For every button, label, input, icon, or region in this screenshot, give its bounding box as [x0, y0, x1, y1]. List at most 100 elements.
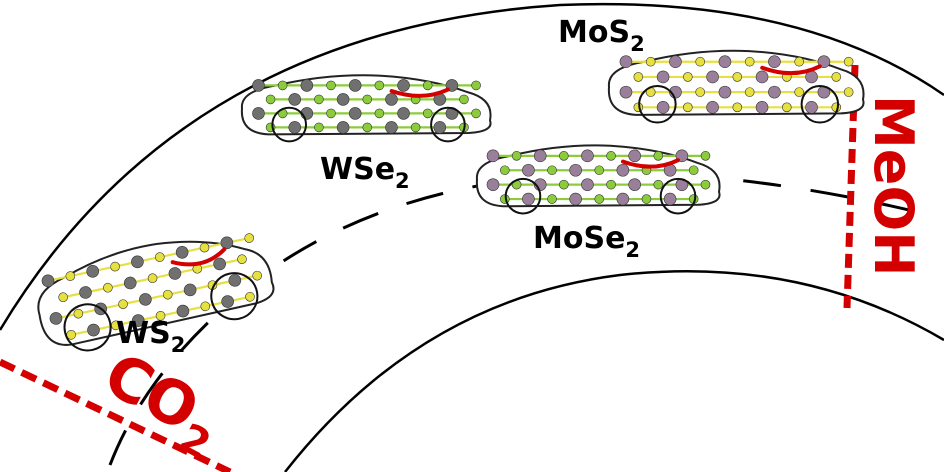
track-lane-divider: [108, 171, 931, 466]
metal-atom: [41, 274, 55, 288]
metal-atom: [168, 267, 182, 280]
chalcogen-atom: [326, 80, 336, 91]
ws2-label: WS2: [116, 316, 185, 357]
metal-atom: [718, 55, 732, 69]
chalcogen-atom: [265, 94, 276, 105]
metal-atom: [755, 101, 769, 114]
metal-atom: [569, 163, 582, 177]
metal-atom: [616, 163, 630, 177]
chalcogen-atom: [147, 273, 158, 284]
chalcogen-atom: [73, 308, 84, 319]
chalcogen-atom: [547, 165, 557, 176]
track-inner-edge: [284, 269, 944, 472]
chalcogen-atom: [653, 151, 664, 161]
metal-atom: [755, 70, 769, 84]
co2-label: CO2: [88, 339, 235, 468]
chalcogen-atom: [237, 254, 247, 265]
chalcogen-atom: [362, 94, 373, 105]
chalcogen-atom: [314, 122, 324, 133]
chalcogen-atom: [374, 108, 385, 119]
metal-atom: [706, 101, 719, 114]
metal-atom: [348, 79, 362, 92]
metal-atom: [569, 192, 582, 206]
chalcogen-atom: [199, 242, 210, 253]
chalcogen-atom: [459, 94, 469, 105]
metal-atom: [628, 149, 641, 163]
mose2-label: MoSe2: [533, 221, 640, 262]
metal-atom: [49, 312, 63, 325]
chalcogen-atom: [594, 194, 605, 204]
chalcogen-atom: [500, 165, 510, 176]
front-wheel: [504, 177, 542, 215]
chalcogen-atom: [103, 282, 113, 293]
metal-atom: [385, 121, 398, 134]
chalcogen-atom: [645, 56, 656, 67]
metal-atom: [616, 192, 630, 206]
metal-atom: [669, 55, 682, 69]
chalcogen-atom: [511, 151, 522, 161]
metal-atom: [522, 163, 535, 177]
chalcogen-atom: [58, 292, 68, 303]
metal-atom: [139, 293, 152, 306]
metal-atom: [86, 265, 100, 278]
metal-atom: [706, 70, 719, 84]
metal-atom: [176, 304, 190, 318]
metal-atom: [397, 107, 410, 120]
chalcogen-atom: [314, 94, 324, 105]
chalcogen-atom: [683, 102, 693, 113]
metal-atom: [348, 107, 362, 120]
front-wheel: [271, 106, 307, 143]
front-wheel: [63, 303, 112, 352]
chalcogen-atom: [326, 108, 336, 119]
metal-atom: [656, 70, 670, 84]
metal-atom: [397, 79, 410, 92]
mos2-label: MoS2: [558, 15, 645, 56]
rear-wheel: [659, 177, 697, 215]
chalcogen-atom: [110, 261, 120, 272]
chalcogen-atom: [155, 310, 166, 321]
rear-wheel: [430, 106, 466, 143]
metal-atom: [768, 85, 781, 99]
metal-atom: [252, 107, 265, 120]
metal-atom: [336, 121, 350, 134]
chalcogen-atom: [700, 179, 711, 190]
chalcogen-atom: [843, 87, 854, 97]
metal-atom: [228, 274, 242, 287]
metal-atom: [581, 178, 594, 191]
chalcogen-atom: [794, 87, 804, 97]
metal-atom: [522, 192, 535, 206]
chalcogen-atom: [245, 291, 255, 302]
chalcogen-atom: [422, 80, 433, 91]
chalcogen-atom: [794, 56, 804, 67]
metal-atom: [221, 295, 234, 308]
metal-atom: [486, 178, 500, 191]
chalcogen-atom: [200, 301, 211, 312]
metal-atom: [805, 101, 818, 114]
meoh-label: MeOH: [862, 95, 925, 276]
start-line: [0, 358, 232, 472]
metal-atom: [336, 93, 350, 106]
track-outer-edge: [0, 2, 944, 331]
car-ws2: [37, 233, 275, 352]
metal-atom: [252, 79, 265, 92]
metal-atom: [288, 93, 302, 106]
chalcogen-atom: [695, 87, 705, 97]
rear-wheel: [210, 272, 259, 321]
car-mose2: [475, 144, 721, 215]
chalcogen-atom: [410, 122, 421, 133]
metal-atom: [718, 85, 732, 99]
chalcogen-atom: [374, 80, 385, 91]
metal-atom: [433, 121, 447, 134]
rear-wheel: [800, 85, 840, 124]
chalcogen-atom: [653, 179, 664, 190]
chalcogen-atom: [118, 299, 128, 309]
chalcogen-atom: [65, 271, 76, 281]
metal-atom: [300, 79, 314, 92]
cars-group: [37, 49, 865, 352]
metal-atom: [79, 286, 92, 299]
chalcogen-atom: [831, 72, 842, 82]
red-swoosh: [389, 87, 450, 98]
chalcogen-atom: [732, 102, 743, 113]
chalcogen-atom: [244, 233, 254, 243]
red-swoosh: [760, 64, 822, 76]
